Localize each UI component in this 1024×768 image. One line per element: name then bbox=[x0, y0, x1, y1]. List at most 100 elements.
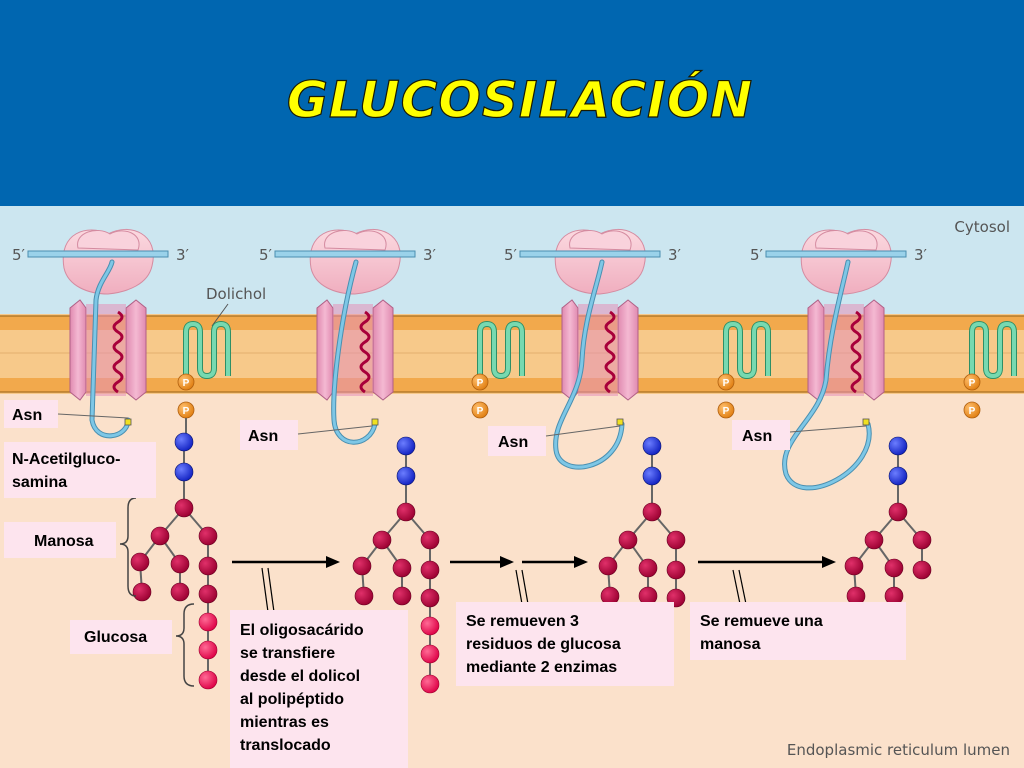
dolichol: PP bbox=[177, 321, 231, 436]
dolichol: PP bbox=[963, 321, 1017, 419]
ribosome-complex: 5′3′ bbox=[259, 229, 437, 445]
step-2-caption: Se remueven 3 residuos de glucosa median… bbox=[466, 613, 621, 676]
step-3-line: Se remueve una bbox=[700, 613, 823, 630]
glucose-residue bbox=[198, 612, 218, 632]
step-2-line: mediante 2 enzimas bbox=[466, 659, 617, 676]
mannose-residue bbox=[354, 586, 374, 606]
nascent-chain bbox=[554, 260, 624, 469]
nacetyl-label-line1: N-Acetilgluco- bbox=[12, 451, 120, 468]
slide-title: GLUCOSILACIÓN bbox=[287, 70, 753, 129]
translocon-right bbox=[617, 299, 639, 401]
phosphate-group bbox=[963, 373, 981, 391]
glucose-residue bbox=[420, 616, 440, 636]
step-2-line: residuos de glucosa bbox=[466, 636, 621, 653]
oligosaccharide-tree bbox=[352, 436, 440, 694]
asn-label-3: Asn bbox=[498, 434, 528, 451]
nacetyl-label-line2: samina bbox=[12, 474, 67, 491]
ribosome-small-subunit bbox=[77, 230, 140, 251]
arrow-step-2b-head bbox=[574, 556, 588, 568]
n-acetylglucosamine-residue bbox=[174, 462, 194, 482]
three-prime-label: 3′ bbox=[176, 246, 190, 264]
mannose-residue bbox=[392, 586, 412, 606]
step-1-line: se transfiere bbox=[240, 645, 335, 662]
oligosaccharide-trees bbox=[130, 432, 932, 694]
mannose-residue bbox=[170, 582, 190, 602]
five-prime-label: 5′ bbox=[750, 246, 764, 264]
n-acetylglucosamine-residue bbox=[396, 436, 416, 456]
manosa-label-box bbox=[4, 522, 116, 558]
manosa-label: Manosa bbox=[34, 533, 94, 550]
asn-label-box-2 bbox=[240, 420, 298, 450]
n-acetylglucosamine-residue bbox=[174, 432, 194, 452]
five-prime-label: 5′ bbox=[12, 246, 26, 264]
asn-residue bbox=[371, 418, 379, 426]
asn-label-4: Asn bbox=[742, 428, 772, 445]
step-1-caption: El oligosacárido se transfiere desde el … bbox=[240, 622, 364, 754]
ribosome-complex: 5′ 3′ bbox=[12, 229, 190, 439]
step-1-line: translocado bbox=[240, 737, 331, 754]
phosphate-label: P bbox=[723, 406, 730, 417]
glucose-residue bbox=[420, 644, 440, 664]
translocon-left bbox=[316, 299, 334, 401]
glucosa-brace bbox=[175, 603, 195, 687]
ribosome-small-subunit bbox=[569, 230, 632, 251]
glucose-residue bbox=[198, 670, 218, 690]
mannose-residue bbox=[598, 556, 618, 576]
oligosaccharide-tree bbox=[130, 432, 218, 690]
mannose-residue bbox=[352, 556, 372, 576]
phosphate-label: P bbox=[183, 378, 190, 389]
dolichol: PP bbox=[717, 321, 771, 419]
n-acetylglucosamine-residue bbox=[642, 436, 662, 456]
asn-residue bbox=[616, 418, 624, 426]
glucosa-label-box bbox=[70, 620, 172, 654]
translocon-right bbox=[372, 299, 394, 401]
ribosome-small-subunit bbox=[815, 230, 878, 251]
dolichol-chain bbox=[184, 322, 230, 378]
step-1-line: mientras es bbox=[240, 714, 329, 731]
dolichol-chain bbox=[970, 322, 1016, 378]
mannose-residue bbox=[170, 554, 190, 574]
mannose-residue bbox=[864, 530, 884, 550]
arrow-step-1-head bbox=[326, 556, 340, 568]
step-3-line: manosa bbox=[700, 636, 761, 653]
manosa-brace bbox=[119, 497, 137, 597]
lumen-label: Endoplasmic reticulum lumen bbox=[787, 741, 1010, 759]
arrow-step-2a-head bbox=[500, 556, 514, 568]
ribosome-complex: 5′3′ bbox=[504, 229, 682, 470]
phosphate-group bbox=[471, 373, 489, 391]
title-banner bbox=[0, 0, 1024, 206]
nacetyl-label-box bbox=[4, 442, 156, 498]
mannose-residue bbox=[642, 502, 662, 522]
phosphate-label: P bbox=[477, 406, 484, 417]
arrow-step-3-head bbox=[822, 556, 836, 568]
phosphate-group bbox=[717, 373, 735, 391]
signal-sequence bbox=[604, 310, 616, 394]
asn-label-box bbox=[4, 400, 58, 428]
mannose-residue bbox=[888, 502, 908, 522]
ribosome-small-subunit bbox=[324, 230, 387, 251]
mrna-strand bbox=[274, 250, 416, 258]
cytosol-label: Cytosol bbox=[954, 218, 1010, 236]
nascent-chain bbox=[783, 260, 871, 490]
phosphate-group bbox=[471, 401, 489, 419]
signal-sequence bbox=[850, 310, 862, 394]
mannose-residue bbox=[150, 526, 170, 546]
oligosaccharide-tree bbox=[844, 436, 932, 606]
mrna-strand bbox=[27, 250, 169, 258]
mannose-residue bbox=[884, 558, 904, 578]
glucose-residue bbox=[198, 640, 218, 660]
mannose-residue bbox=[420, 560, 440, 580]
mrna-strand bbox=[765, 250, 907, 258]
asn-label-1: Asn bbox=[12, 407, 42, 424]
phosphate-label: P bbox=[969, 378, 976, 389]
step-2-caption-box bbox=[456, 602, 674, 686]
mannose-residue bbox=[912, 560, 932, 580]
dolichol-pointer bbox=[211, 303, 229, 327]
dolichol: PP bbox=[471, 321, 525, 419]
step-1-line: al polipéptido bbox=[240, 691, 344, 708]
asn-residue bbox=[124, 418, 132, 426]
mannose-residue bbox=[618, 530, 638, 550]
step-3-caption: Se remueve una manosa bbox=[700, 613, 823, 653]
